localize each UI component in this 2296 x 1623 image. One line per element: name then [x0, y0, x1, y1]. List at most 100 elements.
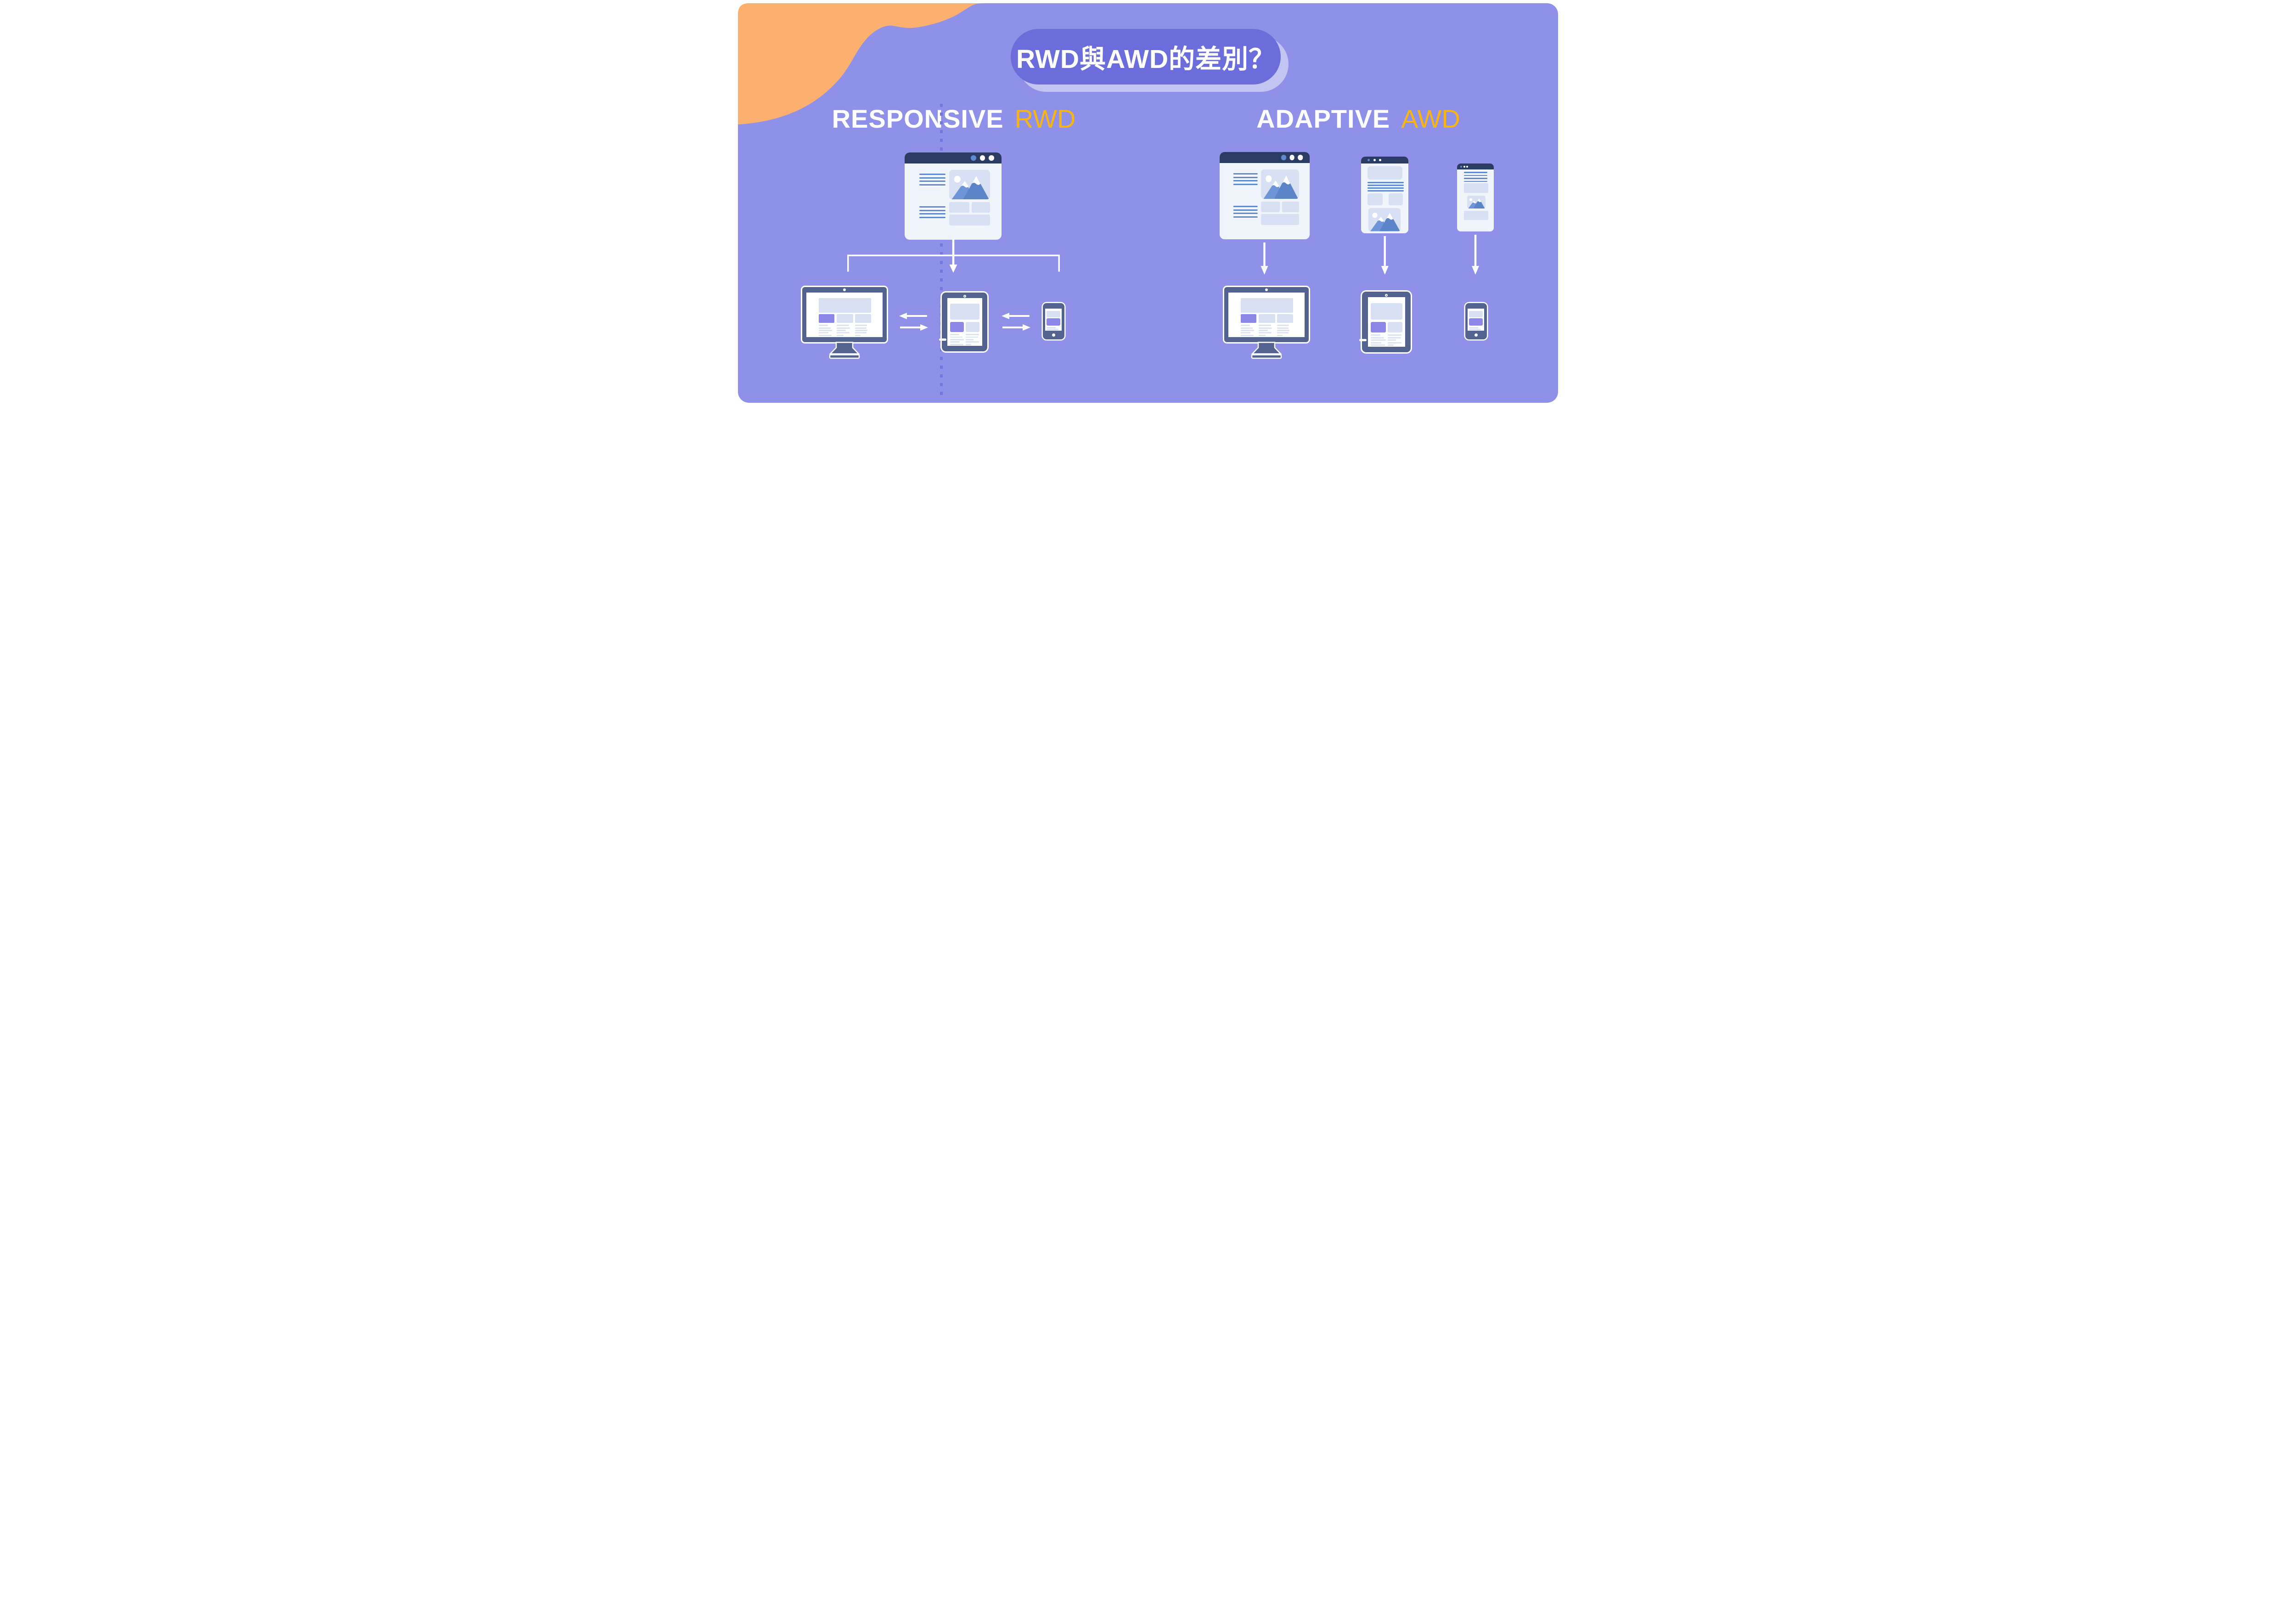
content-block-skeleton	[1261, 214, 1299, 225]
phone-screen	[1468, 309, 1485, 331]
card-skeleton	[1388, 193, 1403, 206]
text-line-skeleton	[855, 325, 867, 327]
tablet-side-button	[1359, 338, 1367, 341]
content-block-skeleton	[1047, 310, 1060, 317]
orange-blob-decoration	[738, 3, 991, 124]
text-line-skeleton	[855, 330, 868, 331]
window-dot-icon	[1463, 165, 1465, 168]
monitor-frame	[802, 287, 887, 342]
text-line-skeleton	[1277, 332, 1289, 334]
browser-window-adaptive-desktop	[1220, 152, 1310, 239]
text-line-skeleton	[855, 334, 861, 336]
text-line-skeleton	[818, 330, 832, 331]
window-dot-icon	[1289, 155, 1294, 160]
swap-arrows-icon	[1002, 313, 1030, 331]
text-line-skeleton	[1240, 327, 1253, 329]
text-line-skeleton	[1240, 334, 1254, 336]
text-line-skeleton	[919, 209, 945, 211]
monitor-screen	[806, 293, 883, 338]
down-arrow-icon	[1381, 236, 1389, 275]
tablet-screen	[1367, 297, 1405, 347]
text-line-skeleton	[1047, 329, 1058, 330]
home-button-icon	[1052, 333, 1055, 337]
tablet-icon	[939, 293, 987, 351]
card-skeleton	[1367, 193, 1383, 206]
monitor-stand	[1251, 342, 1282, 359]
text-line-skeleton	[1277, 330, 1290, 331]
content-block-skeleton	[1261, 202, 1280, 212]
smartphone-icon	[1465, 303, 1487, 339]
text-line-skeleton	[919, 174, 945, 175]
content-block-skeleton	[971, 202, 990, 213]
text-line-skeleton	[1259, 330, 1268, 331]
text-line-skeleton	[966, 344, 972, 345]
text-line-skeleton	[1233, 213, 1258, 214]
text-line-skeleton	[966, 338, 974, 340]
window-dot-icon	[1460, 165, 1462, 168]
heading-rwd-badge: RWD	[1014, 104, 1076, 133]
text-line-skeleton	[919, 216, 945, 218]
hero-block-skeleton	[1371, 303, 1403, 320]
text-line-skeleton	[1464, 175, 1488, 176]
section-divider	[940, 104, 943, 400]
browser-titlebar	[1457, 163, 1494, 169]
text-line-skeleton	[1233, 173, 1258, 175]
card-skeleton	[837, 314, 854, 323]
text-line-skeleton	[966, 334, 979, 336]
text-line-skeleton	[837, 332, 850, 334]
text-line-skeleton	[1387, 337, 1401, 338]
text-line-skeleton	[1233, 209, 1258, 211]
text-line-skeleton	[1240, 325, 1250, 327]
text-line-skeleton	[950, 334, 959, 336]
text-line-skeleton	[919, 213, 945, 215]
window-dot-icon	[1379, 158, 1382, 161]
connector-lines	[847, 235, 1479, 331]
monitor-frame	[1224, 287, 1309, 342]
mountain-sun-image-icon	[1467, 195, 1486, 209]
content-block-skeleton	[1464, 183, 1488, 193]
heading-adaptive-label: ADAPTIVE	[1256, 104, 1390, 133]
content-block-skeleton	[1469, 310, 1483, 317]
mountain-sun-image-icon	[1368, 208, 1401, 231]
heading-awd-badge: AWD	[1401, 104, 1460, 133]
text-line-skeleton	[855, 327, 867, 329]
text-line-skeleton	[1387, 342, 1402, 344]
content-block-skeleton	[949, 214, 990, 225]
browser-window-adaptive-phone	[1457, 163, 1494, 231]
desktop-monitor-icon	[802, 287, 887, 359]
window-dot-icon	[1281, 155, 1286, 160]
text-line-skeleton	[1371, 337, 1384, 338]
infographic-canvas: RWD與AWD的差別？ RESPONSIVE RWD ADAPTIVE AWD	[735, 0, 1561, 406]
down-arrow-icon	[949, 265, 957, 273]
browser-window-responsive	[905, 152, 1002, 240]
card-skeleton	[1259, 314, 1276, 323]
window-dot-icon	[1466, 165, 1468, 168]
camera-dot-icon	[963, 295, 966, 298]
text-line-skeleton	[1387, 334, 1402, 336]
card-skeleton	[855, 314, 871, 323]
text-line-skeleton	[1233, 176, 1258, 178]
hero-block-skeleton	[950, 303, 980, 320]
text-line-skeleton	[919, 180, 945, 182]
phone-screen	[1045, 309, 1062, 331]
text-line-skeleton	[1259, 325, 1271, 327]
card-skeleton	[1277, 314, 1293, 323]
text-line-skeleton	[1469, 329, 1481, 330]
mountain-sun-image-icon	[1261, 169, 1299, 199]
tablet-side-button	[939, 338, 946, 341]
card-skeleton	[1387, 322, 1402, 333]
desktop-monitor-icon	[1224, 287, 1309, 359]
card-skeleton	[818, 314, 835, 323]
text-line-skeleton	[1277, 325, 1289, 327]
swap-arrows-icon	[899, 313, 928, 331]
text-line-skeleton	[1233, 180, 1258, 182]
text-line-skeleton	[1464, 180, 1488, 182]
window-dot-icon	[989, 155, 994, 161]
text-line-skeleton	[919, 177, 945, 179]
text-line-skeleton	[837, 334, 844, 336]
browser-titlebar	[1361, 157, 1408, 163]
card-skeleton	[1240, 314, 1257, 323]
text-line-skeleton	[1387, 339, 1396, 341]
text-line-skeleton	[818, 334, 832, 336]
text-line-skeleton	[1240, 330, 1254, 331]
